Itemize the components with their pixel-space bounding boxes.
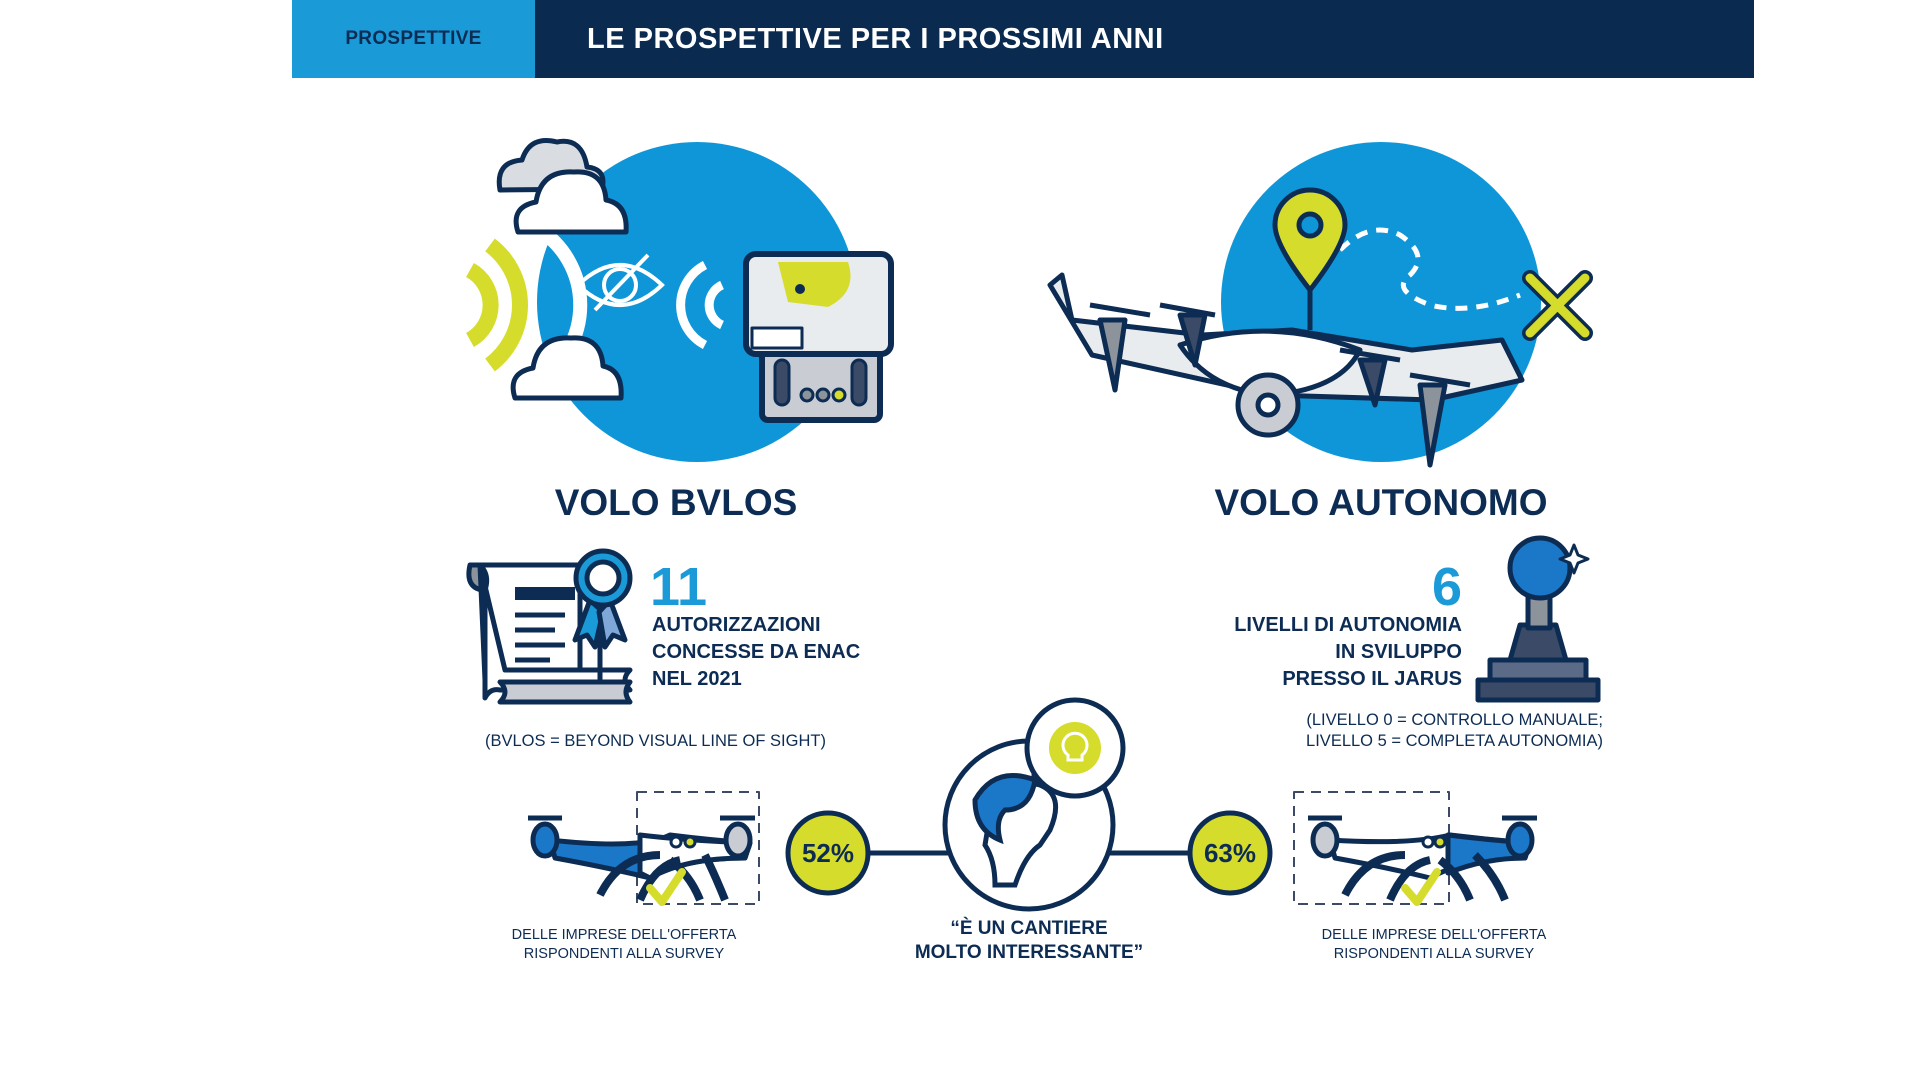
drone-check-icon bbox=[528, 791, 760, 906]
bvlos-title: VOLO BVLOS bbox=[554, 482, 798, 523]
certificate-icon bbox=[466, 548, 633, 705]
caption-line: RISPONDENTI ALLA SURVEY bbox=[523, 946, 725, 962]
autonomo-note: (LIVELLO 0 = CONTROLLO MANUALE; LIVELLO … bbox=[1306, 710, 1603, 752]
percent-badge-right bbox=[1187, 810, 1273, 896]
autonomo-title: VOLO AUTONOMO bbox=[1214, 482, 1548, 523]
eye-crossed-icon bbox=[575, 253, 665, 312]
bvlos-stat: AUTORIZZAZIONI CONCESSE DA ENAC NEL 2021 bbox=[652, 612, 860, 693]
autonomo-illustration bbox=[1047, 142, 1593, 468]
signal-arc-icon bbox=[676, 261, 725, 349]
autonomo-percent: 63% bbox=[1203, 838, 1257, 868]
joystick-icon bbox=[1475, 535, 1601, 703]
thinking-person-icon bbox=[942, 697, 1126, 912]
caption-line: DELLE IMPRESE DELL'OFFERTA bbox=[511, 927, 737, 943]
bvlos-illustration bbox=[465, 138, 894, 462]
caption-line: DELLE IMPRESE DELL'OFFERTA bbox=[1321, 927, 1547, 943]
quote-line: MOLTO INTERESSANTE” bbox=[914, 942, 1144, 963]
bottom-connector bbox=[785, 697, 1273, 912]
stat-line: NEL 2021 bbox=[652, 668, 742, 690]
stat-line: CONCESSE DA ENAC bbox=[652, 641, 861, 663]
remote-controller-icon bbox=[743, 251, 894, 423]
section-label: PROSPETTIVE bbox=[292, 0, 535, 78]
page-title: LE PROSPETTIVE PER I PROSSIMI ANNI bbox=[535, 0, 1754, 78]
drone-check-icon bbox=[1293, 791, 1537, 906]
quote-line: “È UN CANTIERE bbox=[950, 918, 1108, 939]
bvlos-note: (BVLOS = BEYOND VISUAL LINE OF SIGHT) bbox=[485, 732, 826, 750]
percent-badge-left bbox=[785, 810, 871, 896]
caption-line: RISPONDENTI ALLA SURVEY bbox=[1333, 946, 1535, 962]
stat-line: IN SVILUPPO bbox=[1335, 641, 1462, 663]
bvlos-number: 11 bbox=[650, 557, 708, 617]
stat-line: AUTORIZZAZIONI bbox=[652, 614, 821, 636]
note-line: LIVELLO 5 = COMPLETA AUTONOMIA) bbox=[1306, 732, 1603, 750]
bvlos-percent: 52% bbox=[801, 838, 855, 868]
cloud-icon bbox=[496, 138, 629, 401]
quote: “È UN CANTIERE MOLTO INTERESSANTE” bbox=[849, 917, 1209, 965]
stat-line: PRESSO IL JARUS bbox=[1282, 668, 1462, 690]
autonomo-caption: DELLE IMPRESE DELL'OFFERTA RISPONDENTI A… bbox=[1274, 926, 1594, 964]
flight-path bbox=[1338, 227, 1521, 311]
destination-x-icon bbox=[1522, 270, 1593, 341]
note-line: (LIVELLO 0 = CONTROLLO MANUALE; bbox=[1306, 711, 1603, 729]
lightbulb-icon bbox=[1061, 731, 1089, 762]
autonomo-number: 6 bbox=[1431, 557, 1462, 617]
map-pin-icon bbox=[1272, 187, 1348, 330]
bvlos-caption: DELLE IMPRESE DELL'OFFERTA RISPONDENTI A… bbox=[464, 926, 784, 964]
passenger-drone-icon bbox=[1047, 272, 1525, 468]
stat-line: LIVELLI DI AUTONOMIA bbox=[1234, 614, 1462, 636]
autonomo-stat: LIVELLI DI AUTONOMIA IN SVILUPPO PRESSO … bbox=[1234, 612, 1462, 693]
